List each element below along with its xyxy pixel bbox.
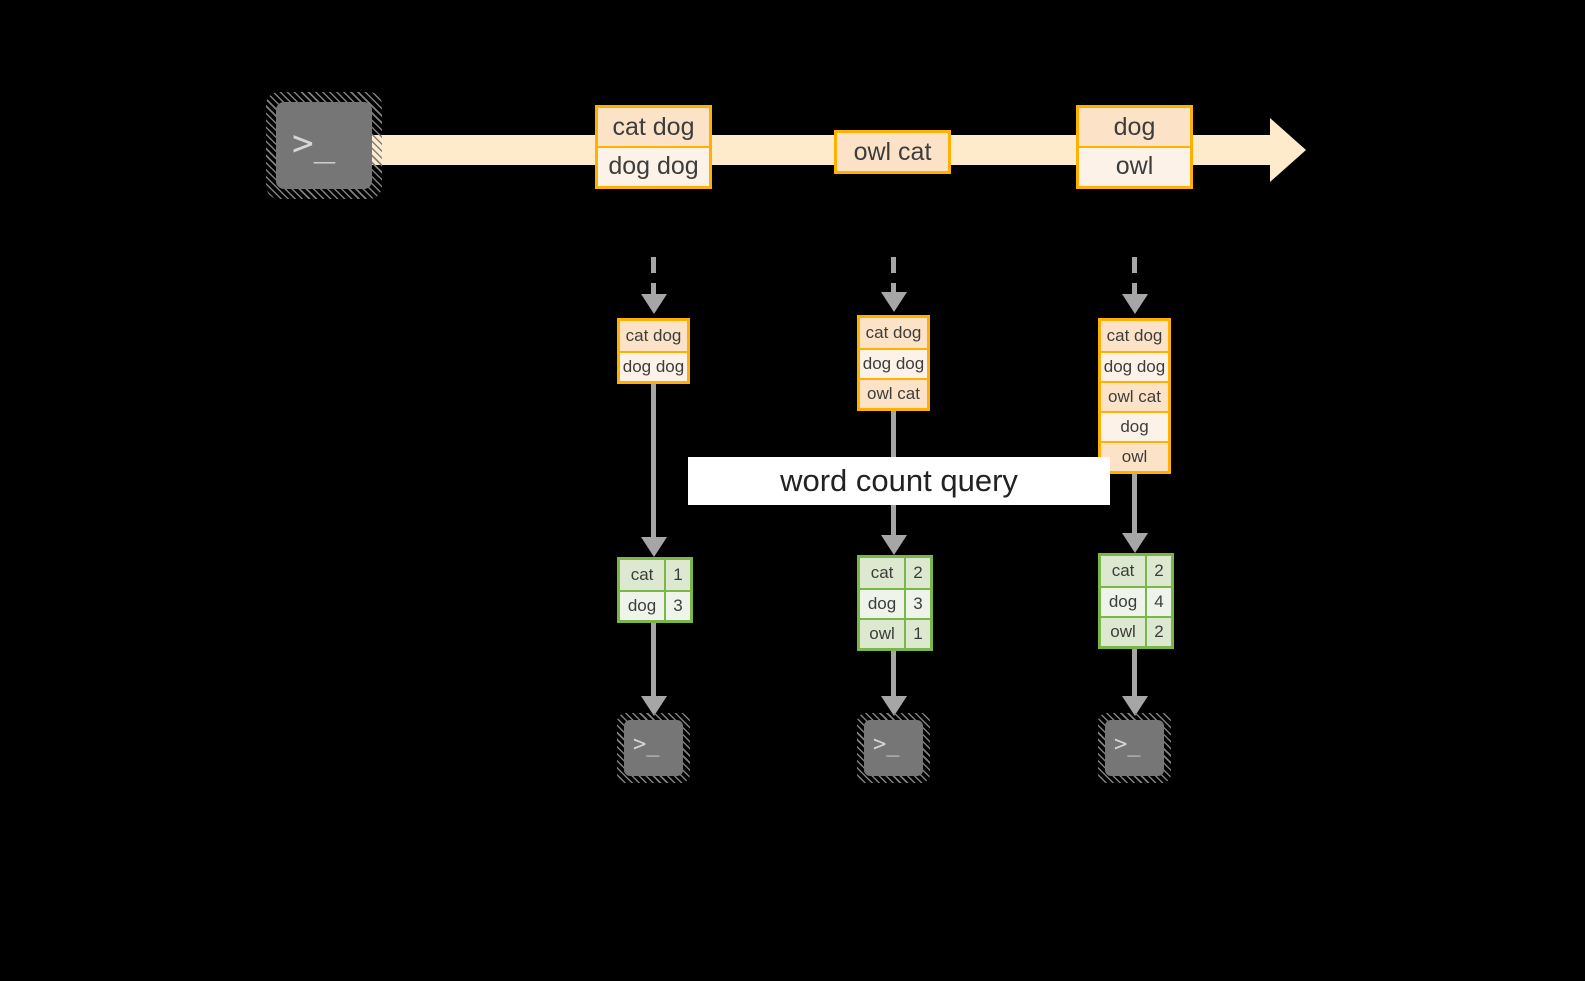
timeline-batch-3-line-2: owl [1079,146,1190,184]
trigger-2-sink-terminal[interactable]: >_ [857,713,930,783]
trigger-2-dashed-arrow [891,257,896,295]
trigger-3-input-row: cat dog [1101,321,1168,351]
trigger-1-sink-arrow [651,623,656,701]
table-row: dog 3 [860,588,930,618]
result-count: 2 [1145,618,1171,646]
trigger-1-result-table[interactable]: cat 1 dog 3 [617,557,693,623]
terminal-prompt-icon: >_ [1114,732,1141,757]
terminal-body: >_ [864,720,923,776]
trigger-2-input-row: dog dog [860,348,927,378]
trigger-1-dashed-arrow [651,257,656,297]
table-row: cat 2 [860,558,930,588]
query-label-band: word count query [688,457,1110,505]
table-row: cat 1 [620,560,690,590]
terminal-prompt-icon: >_ [292,123,336,164]
terminal-body: >_ [624,720,683,776]
result-word: cat [860,558,905,588]
table-row: dog 4 [1101,586,1171,616]
timeline-batch-1-line-1: cat dog [598,108,709,146]
right-block-arrow-icon [1270,118,1306,182]
trigger-2-input-row: cat dog [860,318,927,348]
table-row: dog 3 [620,590,690,620]
result-count: 2 [1145,556,1171,586]
terminal-body: >_ [1105,720,1164,776]
trigger-3-query-arrow [1132,474,1137,543]
timeline-batch-3-line-1: dog [1079,108,1190,146]
timeline-batch-3[interactable]: dog owl [1076,105,1193,189]
table-row: cat 2 [1101,556,1171,586]
result-word: dog [620,592,665,620]
query-label: word count query [780,463,1018,498]
trigger-2-sink-arrow-head [881,696,907,716]
result-word: cat [620,560,665,590]
trigger-3-input-row: owl [1101,441,1168,471]
trigger-1-dashed-arrow-head [641,294,667,314]
terminal-prompt-icon: >_ [873,732,900,757]
trigger-1-sink-terminal[interactable]: >_ [617,713,690,783]
trigger-2-dashed-arrow-head [881,292,907,312]
trigger-2-input-table[interactable]: cat dog dog dog owl cat [857,315,930,411]
source-terminal[interactable]: >_ [266,92,382,199]
trigger-3-sink-arrow [1132,649,1137,701]
trigger-3-sink-terminal[interactable]: >_ [1098,713,1171,783]
trigger-1-query-arrow [651,384,656,548]
result-word: owl [860,620,905,648]
trigger-1-input-row: dog dog [620,351,687,381]
trigger-3-sink-arrow-head [1122,696,1148,716]
trigger-1-input-row: cat dog [620,321,687,351]
trigger-2-query-arrow-head [881,535,907,555]
table-row: owl 2 [1101,616,1171,646]
terminal-prompt-icon: >_ [633,732,660,757]
trigger-1-sink-arrow-head [641,696,667,716]
trigger-3-input-row: dog dog [1101,351,1168,381]
trigger-3-dashed-arrow [1132,257,1137,297]
timeline-batch-2-line-1: owl cat [837,133,948,171]
trigger-3-input-row: owl cat [1101,381,1168,411]
result-count: 1 [904,620,930,648]
trigger-2-sink-arrow [891,651,896,701]
timeline-batch-1-line-2: dog dog [598,146,709,184]
table-row: owl 1 [860,618,930,648]
result-word: dog [860,590,905,618]
result-word: owl [1101,618,1146,646]
result-count: 1 [664,560,690,590]
trigger-1-query-arrow-head [641,537,667,557]
timeline-batch-1[interactable]: cat dog dog dog [595,105,712,189]
result-count: 3 [904,590,930,618]
result-count: 2 [904,558,930,588]
result-count: 3 [664,592,690,620]
trigger-3-query-arrow-head [1122,533,1148,553]
timeline-batch-2[interactable]: owl cat [834,130,951,174]
terminal-body: >_ [276,102,372,189]
trigger-2-result-table[interactable]: cat 2 dog 3 owl 1 [857,555,933,651]
trigger-3-input-row: dog [1101,411,1168,441]
trigger-1-input-table[interactable]: cat dog dog dog [617,318,690,384]
trigger-3-input-table[interactable]: cat dog dog dog owl cat dog owl [1098,318,1171,474]
trigger-3-result-table[interactable]: cat 2 dog 4 owl 2 [1098,553,1174,649]
result-word: dog [1101,588,1146,616]
trigger-2-input-row: owl cat [860,378,927,408]
result-word: cat [1101,556,1146,586]
trigger-3-dashed-arrow-head [1122,294,1148,314]
result-count: 4 [1145,588,1171,616]
